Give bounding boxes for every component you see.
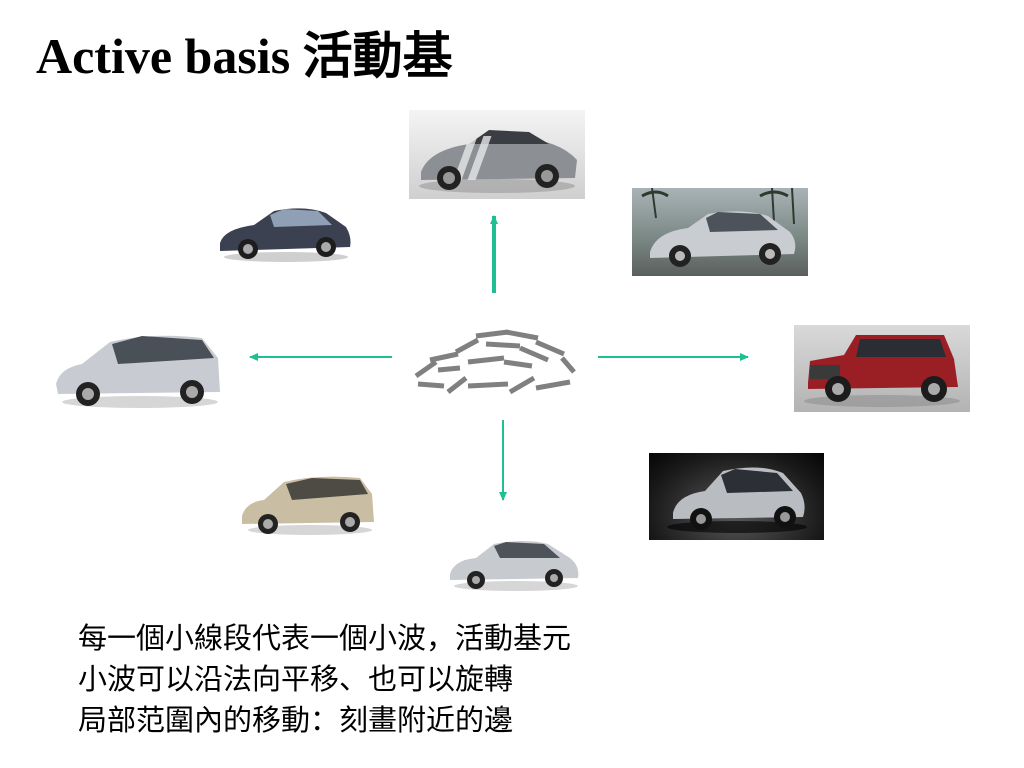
car-photo-silver-sedan-palms: [632, 188, 808, 276]
car-photo-sports-car: [409, 110, 585, 199]
car-photo-red-suv: [794, 325, 970, 412]
caption: 每一個小線段代表一個小波，活動基元 小波可以沿法向平移、也可以旋轉 局部范圍內的…: [78, 618, 571, 741]
car-photo-silver-compact-sedan: [446, 530, 584, 594]
car-photo-silver-hatchback-dark: [649, 453, 824, 540]
car-photo-champagne-minivan: [238, 470, 378, 538]
car-photo-dark-sedan: [214, 197, 356, 265]
caption-line: 小波可以沿法向平移、也可以旋轉: [78, 662, 514, 696]
caption-line: 局部范圍內的移動：刻畫附近的邊: [78, 703, 514, 737]
slide-title: Active basis 活動基: [36, 28, 453, 84]
caption-line: 每一個小線段代表一個小波，活動基元: [78, 621, 572, 655]
car-photo-silver-minivan: [52, 328, 224, 412]
car-photo-active-basis-sketch: [408, 322, 580, 406]
